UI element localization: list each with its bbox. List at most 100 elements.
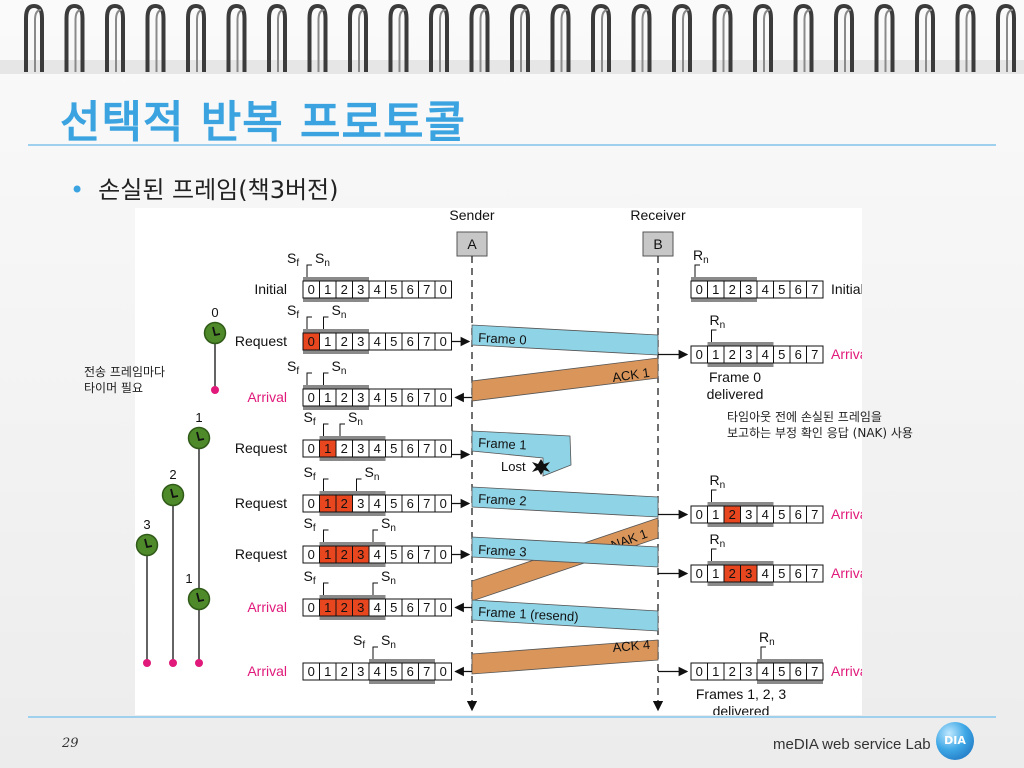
sn-label: Sn: [381, 632, 396, 651]
receiver-row-cell-number: 5: [778, 664, 785, 679]
rn-pointer: [711, 548, 717, 561]
sender-row-cell-number: 1: [324, 600, 331, 615]
sn-label: Sn: [381, 568, 396, 587]
timer-label: 0: [211, 305, 218, 320]
spiral-ring-icon: [510, 3, 530, 72]
receiver-row-cell-number: 5: [778, 282, 785, 297]
rn-label-subscript: n: [769, 637, 775, 648]
spiral-ring-highlight: [965, 9, 973, 72]
sender-row-cell-number: 0: [308, 496, 315, 511]
sender-row-cell-number: 4: [374, 390, 381, 405]
receiver-row-cell-number: 7: [811, 507, 818, 522]
timer-label: 2: [169, 467, 176, 482]
receiver-box-label: B: [653, 236, 662, 252]
sender-row-label: Request: [235, 546, 287, 562]
sender-row-cell-number: 2: [341, 664, 348, 679]
delivered-note: delivered: [707, 386, 764, 402]
spiral-ring-highlight: [560, 9, 568, 72]
rn-label-subscript: n: [720, 480, 726, 491]
sn-pointer: [306, 264, 312, 277]
ack-1-band: [471, 357, 659, 402]
bullet-dot-icon: •: [70, 176, 85, 204]
receiver-row-cell-number: 6: [795, 507, 802, 522]
sender-row-label: Request: [235, 440, 287, 456]
clock-hands-icon: [212, 326, 221, 337]
clock-hands-icon: [170, 488, 179, 499]
receiver-label: Receiver: [630, 208, 686, 223]
timer-label: 1: [195, 410, 202, 425]
rn-label: Rn: [759, 629, 775, 648]
sender-row-cell-number: 3: [357, 496, 364, 511]
sender-row-cell-number: 6: [407, 664, 414, 679]
ack-4-band: [471, 639, 659, 675]
receiver-row-cell-number: 3: [745, 507, 752, 522]
sender-row-cell-number: 0: [308, 600, 315, 615]
sender-row-cell-number: 3: [357, 282, 364, 297]
sf-pointer: [306, 372, 312, 385]
receiver-row-label: Arrival: [831, 663, 862, 679]
sender-row-cell-number: 2: [341, 600, 348, 615]
sender-row-cell-number: 5: [390, 441, 397, 456]
sn-label-subscript: n: [374, 472, 380, 483]
sender-row-cell-number: 5: [390, 547, 397, 562]
sender-row-cell-number: 0: [440, 496, 447, 511]
receiver-row-cell-number: 3: [745, 347, 752, 362]
spiral-ring-highlight: [236, 9, 244, 72]
sender-row-label: Request: [235, 495, 287, 511]
nak-note-line: 보고하는 부정 확인 응답 (NAK) 사용: [727, 426, 913, 440]
nak-note-line: 타임아웃 전에 손실된 프레임을: [727, 410, 882, 424]
sn-pointer: [356, 478, 362, 491]
sf-label-subscript: f: [296, 366, 299, 377]
sender-row-cell-number: 1: [324, 441, 331, 456]
delivered-note: delivered: [713, 703, 770, 715]
spiral-ring-icon: [550, 3, 571, 72]
sn-pointer: [372, 529, 378, 542]
clock-hands-icon: [144, 538, 153, 549]
frame-1-resend-label: Frame 1 (resend): [478, 604, 579, 624]
sf-label: Sf: [353, 632, 365, 651]
spiral-ring-icon: [348, 3, 368, 72]
sender-row-cell-number: 7: [423, 496, 430, 511]
sender-row-cell-number: 0: [440, 282, 447, 297]
sender-row-cell-number: 2: [341, 496, 348, 511]
sender-row-cell-number: 1: [324, 664, 331, 679]
sender-row-cell-number: 0: [440, 334, 447, 349]
sender-row-cell-number: 5: [390, 600, 397, 615]
sf-label: Sf: [304, 464, 316, 483]
timer-label: 1: [185, 571, 192, 586]
spiral-ring-highlight: [763, 9, 771, 72]
spiral-ring-icon: [955, 3, 976, 72]
sf-pointer: [306, 316, 312, 329]
spiral-ring-icon: [591, 3, 611, 72]
receiver-row-cell-number: 2: [729, 664, 736, 679]
receiver-row-label: Arrival: [831, 346, 862, 362]
sf-pointer: [306, 264, 312, 277]
receiver-row-cell-number: 1: [712, 566, 719, 581]
sn-pointer: [323, 372, 329, 385]
sn-label-subscript: n: [390, 640, 396, 651]
receiver-row-label: Arrival: [831, 506, 862, 522]
sender-row-label: Arrival: [247, 599, 287, 615]
sf-pointer: [372, 646, 378, 659]
spiral-ring-icon: [307, 3, 328, 72]
sender-row-cell-number: 2: [341, 282, 348, 297]
frame-3-label: Frame 3: [478, 542, 527, 560]
receiver-row-cell: [806, 564, 824, 583]
spiral-ring-highlight: [439, 9, 447, 72]
rn-pointer: [711, 329, 717, 342]
spiral-ring-icon: [874, 3, 895, 72]
sn-pointer: [372, 582, 378, 595]
sender-row-cell-number: 0: [308, 282, 315, 297]
bullet-text: 손실된 프레임(책3버전): [98, 176, 339, 204]
receiver-row-cell-number: 2: [729, 566, 736, 581]
receiver-row-cell-number: 6: [795, 282, 802, 297]
sender-box: [456, 231, 488, 257]
sender-row-cell-number: 1: [324, 547, 331, 562]
rn-label-subscript: n: [720, 539, 726, 550]
sf-label-subscript: f: [296, 258, 299, 269]
spiral-ring-highlight: [844, 9, 852, 72]
spiral-ring-highlight: [479, 9, 487, 72]
receiver-row-cell: [806, 345, 824, 364]
sender-row-cell-number: 2: [341, 334, 348, 349]
sender-row-cell-number: 4: [374, 600, 381, 615]
